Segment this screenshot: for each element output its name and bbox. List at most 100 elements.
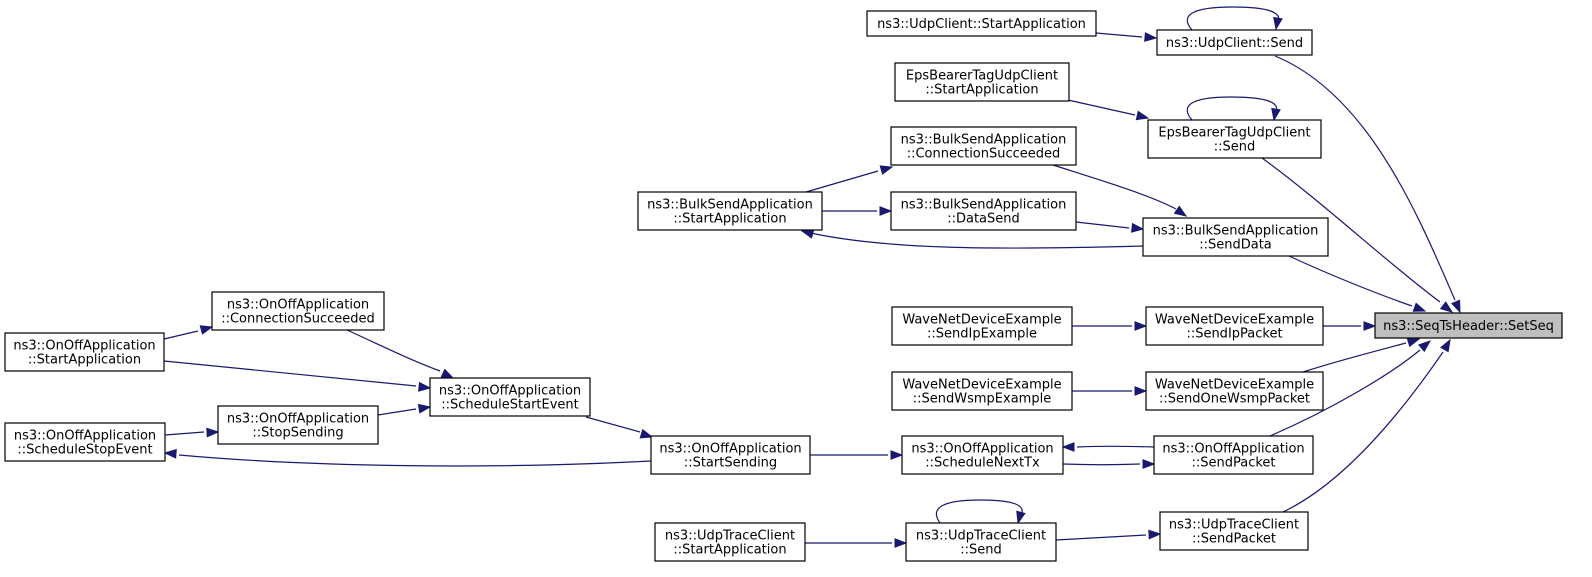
node-label: ::Send: [960, 543, 1002, 558]
edge-udpclient_send-to-setseq: [1274, 55, 1461, 314]
node-box[interactable]: [891, 306, 1073, 346]
node-eps_send[interactable]: EpsBearerTagUdpClient::Send: [1147, 119, 1322, 159]
node-onoff_sendpacket[interactable]: ns3::OnOffApplication::SendPacket: [1153, 435, 1314, 475]
arrowhead: [206, 427, 220, 438]
node-box[interactable]: [891, 371, 1073, 411]
node-onoff_stopsending[interactable]: ns3::OnOffApplication::StopSending: [217, 405, 379, 445]
node-box[interactable]: [890, 126, 1077, 166]
node-label: ns3::OnOffApplication: [659, 442, 801, 457]
node-box[interactable]: [211, 291, 385, 331]
node-wave_sendippkt[interactable]: WaveNetDeviceExample::SendIpPacket: [1145, 306, 1324, 346]
edge-line: [1075, 221, 1130, 229]
node-box[interactable]: [1156, 29, 1313, 56]
node-box[interactable]: [654, 522, 806, 562]
edge-line: [1186, 96, 1278, 121]
node-box[interactable]: [1145, 306, 1324, 346]
node-onoff_schedstart[interactable]: ns3::OnOffApplication::ScheduleStartEven…: [429, 377, 591, 417]
node-udptrace_sendpkt[interactable]: ns3::UdpTraceClient::SendPacket: [1159, 511, 1309, 551]
edge-line: [935, 499, 1023, 524]
edge-line: [805, 170, 879, 193]
node-box[interactable]: [1145, 371, 1324, 411]
node-box[interactable]: [1159, 511, 1309, 551]
node-wave_sendonewsmp[interactable]: WaveNetDeviceExample::SendOneWsmpPacket: [1145, 371, 1324, 411]
arrowhead: [800, 229, 815, 239]
arrowhead: [1450, 299, 1461, 314]
node-bulk_datasend[interactable]: ns3::BulkSendApplication::DataSend: [890, 191, 1077, 231]
node-onoff_schedstop[interactable]: ns3::OnOffApplication::ScheduleStopEvent: [4, 422, 166, 462]
node-box[interactable]: [650, 435, 811, 475]
edge-line: [1067, 99, 1136, 116]
node-wave_sendipex[interactable]: WaveNetDeviceExample::SendIpExample: [891, 306, 1073, 346]
arrowhead: [1135, 110, 1150, 121]
node-label: ns3::OnOffApplication: [227, 412, 369, 427]
arrowhead: [1061, 442, 1075, 452]
edge-line: [1095, 32, 1143, 38]
arrowhead: [440, 368, 455, 379]
node-box[interactable]: [1374, 312, 1563, 339]
edge-bulk_start-to-bulk_datasend: [822, 206, 893, 216]
arrowhead: [1406, 337, 1421, 348]
node-eps_start[interactable]: EpsBearerTagUdpClient::StartApplication: [894, 62, 1070, 102]
node-label: ::SendOneWsmpPacket: [1159, 392, 1310, 407]
node-udpclient_send[interactable]: ns3::UdpClient::Send: [1156, 29, 1313, 56]
node-bulk_conn[interactable]: ns3::BulkSendApplication::ConnectionSucc…: [890, 126, 1077, 166]
nodes-layer: ns3::SeqTsHeader::SetSeq ns3::UdpClient::…: [4, 10, 1563, 562]
node-box[interactable]: [1147, 119, 1322, 159]
node-box[interactable]: [866, 10, 1097, 37]
node-box[interactable]: [637, 191, 823, 231]
node-box[interactable]: [217, 405, 379, 445]
node-wave_sendwsmpex[interactable]: WaveNetDeviceExample::SendWsmpExample: [891, 371, 1073, 411]
arrowhead: [1418, 340, 1432, 353]
node-onoff_conn[interactable]: ns3::OnOffApplication::ConnectionSucceed…: [211, 291, 385, 331]
node-label: EpsBearerTagUdpClient: [906, 69, 1058, 84]
node-onoff_startsending[interactable]: ns3::OnOffApplication::StartSending: [650, 435, 811, 475]
edge-eps_send-to-eps_send: [1186, 96, 1281, 122]
node-label: ::SendIpExample: [927, 327, 1037, 342]
edge-line: [1302, 342, 1407, 373]
node-udpclient_start[interactable]: ns3::UdpClient::StartApplication: [866, 10, 1097, 37]
node-label: WaveNetDeviceExample: [902, 313, 1061, 328]
edge-line: [164, 431, 205, 436]
arrowhead: [417, 403, 432, 414]
node-bulk_start[interactable]: ns3::BulkSendApplication::StartApplicati…: [637, 191, 823, 231]
node-onoff_schednext[interactable]: ns3::OnOffApplication::ScheduleNextTx: [901, 435, 1064, 475]
node-box[interactable]: [894, 62, 1070, 102]
arrowhead: [418, 381, 432, 392]
node-box[interactable]: [905, 522, 1057, 562]
arrowhead: [1131, 222, 1145, 233]
edge-onoff_schedstart-to-onoff_startsending: [585, 416, 654, 439]
arrowhead: [639, 428, 654, 439]
edge-onoff_startsending-to-onoff_schedstop: [163, 448, 652, 467]
node-label: ::StartApplication: [28, 353, 141, 368]
node-box[interactable]: [901, 435, 1064, 475]
node-setseq[interactable]: ns3::SeqTsHeader::SetSeq: [1374, 312, 1563, 339]
arrowhead: [1271, 107, 1281, 122]
node-label: WaveNetDeviceExample: [902, 378, 1061, 393]
arrowhead: [1273, 16, 1283, 31]
node-label: ns3::UdpTraceClient: [916, 529, 1046, 544]
node-udptrace_start[interactable]: ns3::UdpTraceClient::StartApplication: [654, 522, 806, 562]
arrowhead: [1412, 302, 1427, 312]
node-onoff_startapp[interactable]: ns3::OnOffApplication::StartApplication: [4, 332, 165, 372]
node-label: ::Send: [1214, 140, 1256, 155]
edge-wave_sendippkt-to-setseq: [1323, 321, 1377, 331]
edge-line: [1055, 534, 1147, 541]
node-label: ns3::UdpTraceClient: [1169, 518, 1299, 533]
edge-onoff_stopsending-to-onoff_schedstart: [377, 403, 432, 416]
node-bulk_senddata[interactable]: ns3::BulkSendApplication::SendData: [1142, 217, 1329, 257]
node-box[interactable]: [4, 332, 165, 372]
arrowhead: [1173, 205, 1188, 217]
node-label: ::ScheduleStartEvent: [441, 398, 579, 413]
edge-onoff_startapp-to-onoff_schedstart: [163, 360, 432, 392]
node-box[interactable]: [429, 377, 591, 417]
node-label: ns3::BulkSendApplication: [901, 198, 1067, 213]
node-box[interactable]: [4, 422, 166, 462]
edge-line: [1052, 164, 1177, 210]
arrowhead: [199, 325, 214, 335]
node-udptrace_send[interactable]: ns3::UdpTraceClient::Send: [905, 522, 1057, 562]
arrowhead: [879, 206, 893, 216]
node-box[interactable]: [890, 191, 1077, 231]
node-box[interactable]: [1153, 435, 1314, 475]
node-box[interactable]: [1142, 217, 1329, 257]
